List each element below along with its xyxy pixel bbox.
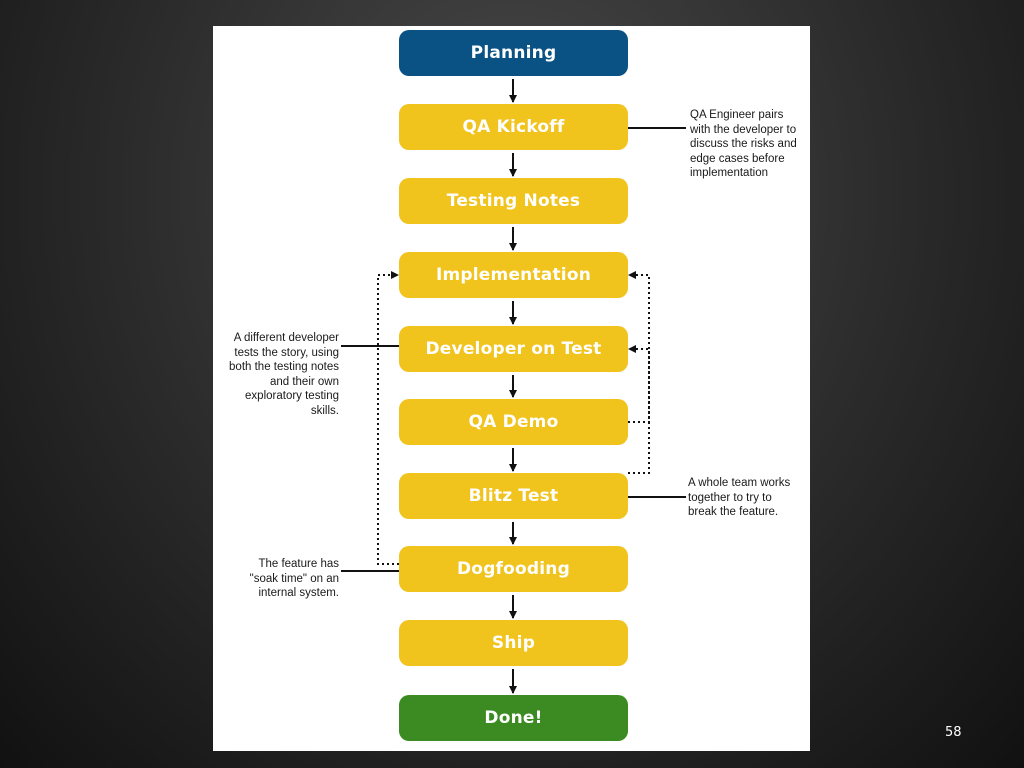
annotation-line: with the developer to: [690, 123, 797, 136]
annotation-line: both the testing notes: [229, 361, 339, 374]
annotation-qa-kickoff: QA Engineer pairs with the developer to …: [690, 108, 797, 181]
step-planning: Planning: [399, 30, 628, 76]
annotation-line: A whole team works: [688, 477, 791, 489]
step-qa-kickoff: QA Kickoff: [399, 104, 628, 150]
step-implementation: Implementation: [399, 252, 628, 298]
step-done: Done!: [399, 695, 628, 741]
annotation-blitz-test: A whole team works together to try to br…: [688, 476, 790, 520]
loop-arrowhead-right-dev: [628, 345, 636, 353]
annotation-line: edge cases before: [690, 152, 785, 165]
step-blitz-test: Blitz Test: [399, 473, 628, 519]
annotation-line: skills.: [310, 404, 339, 417]
annotation-line: together to try to: [688, 491, 772, 504]
loop-dogfooding-to-implementation: [377, 274, 399, 565]
annotation-line: break the feature.: [688, 506, 779, 519]
annotation-developer-on-test: A different developer tests the story, u…: [229, 331, 339, 419]
annotation-line: "soak time" on an: [249, 572, 339, 585]
step-qa-demo: QA Demo: [399, 399, 628, 445]
page-number: 58: [945, 725, 962, 740]
annotation-line: tests the story, using: [234, 346, 339, 359]
annotation-line: and their own: [269, 375, 339, 388]
step-dogfooding: Dogfooding: [399, 546, 628, 592]
loop-arrowhead-left: [391, 271, 399, 279]
loop-blitz-to-implementation: [628, 274, 650, 474]
loop-arrowhead-right-impl: [628, 271, 636, 279]
step-developer-on-test: Developer on Test: [399, 326, 628, 372]
annotation-line: The feature has: [258, 558, 339, 570]
annotation-line: discuss the risks and: [690, 138, 797, 151]
annotation-line: internal system.: [258, 587, 339, 600]
step-ship: Ship: [399, 620, 628, 666]
annotation-line: QA Engineer pairs: [690, 109, 784, 121]
slide-canvas: Planning QA Kickoff Testing Notes Implem…: [213, 26, 810, 751]
step-testing-notes: Testing Notes: [399, 178, 628, 224]
annotation-line: implementation: [690, 167, 768, 180]
annotation-dogfooding: The feature has "soak time" on an intern…: [250, 557, 339, 601]
loop-qademo-to-developer-on-test: [628, 348, 650, 423]
annotation-line: A different developer: [233, 332, 339, 344]
annotation-line: exploratory testing: [245, 390, 339, 403]
